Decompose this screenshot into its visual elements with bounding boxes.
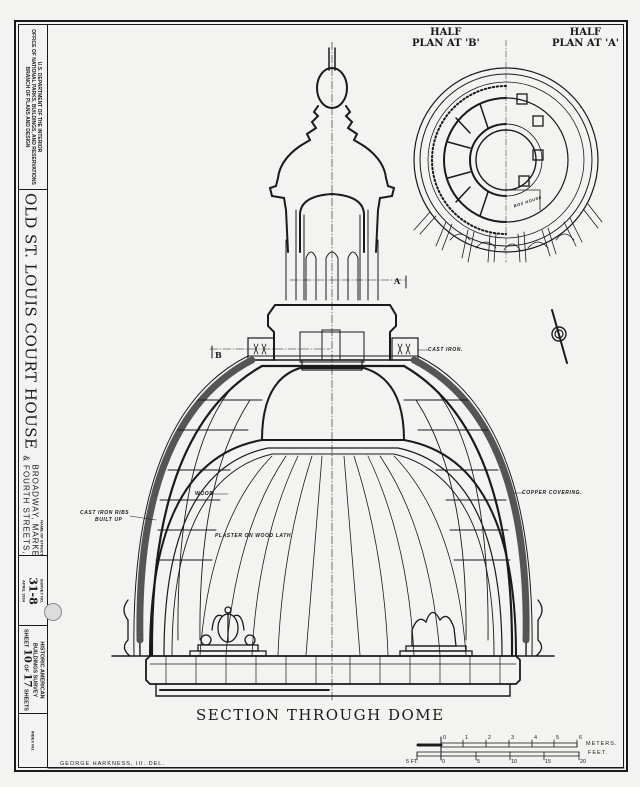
meter-tick-6: 6 <box>579 735 583 741</box>
meter-tick-3: 3 <box>511 735 515 741</box>
delineator-credit: GEORGE HARKNESS, III. DEL. <box>60 761 165 767</box>
half-plan-b-line-2: PLAN AT 'B' <box>412 38 480 49</box>
feet-label: FEET. <box>588 750 608 756</box>
half-plan-b-line-1: HALF <box>430 27 462 38</box>
meter-tick-4: 4 <box>534 735 538 741</box>
meter-tick-1: 1 <box>465 735 469 741</box>
meter-tick-0: 0 <box>443 735 447 741</box>
north-arrow-icon <box>551 309 568 364</box>
survey-cell: SURVEY NO. 31-8 APRIL 1934 <box>18 556 48 626</box>
feet-tick-15: 15 <box>545 759 552 765</box>
section-marker-b: B <box>215 350 222 360</box>
graphic-scale <box>416 736 580 761</box>
cast-iron-label: CAST IRON. <box>428 347 463 353</box>
survey-seal-icon <box>44 603 62 621</box>
feet-tick-0: 0 <box>442 759 446 765</box>
feet-tick-5ft: 5 FT. <box>406 759 419 765</box>
half-plan-drawing <box>413 39 603 263</box>
section-marker-a: A <box>394 276 401 286</box>
half-plan-a-line-2: PLAN AT 'A' <box>552 38 619 49</box>
section-title: SECTION THROUGH DOME <box>196 706 445 724</box>
feet-tick-10: 10 <box>511 759 518 765</box>
feet-tick-20: 20 <box>580 759 587 765</box>
copper-covering-label: COPPER COVERING. <box>522 490 583 496</box>
half-plan-a-line-1: HALF <box>569 27 602 38</box>
feet-tick-5: 5 <box>477 759 481 765</box>
outer-border <box>14 20 628 772</box>
structure-cell: OLD ST. LOUIS COURT HOUSE NAME OF STRUCT… <box>18 190 48 556</box>
half-plan-a-label: HALF PLAN AT 'A' <box>552 27 619 49</box>
title-block: U.S. DEPARTMENT OF THE INTERIOR OFFICE O… <box>18 24 48 768</box>
wood-label: WOOD <box>195 491 214 497</box>
meters-label: METERS. <box>586 741 618 747</box>
plaster-label: PLASTER ON WOOD LATH. <box>215 533 294 539</box>
meter-tick-2: 2 <box>488 735 492 741</box>
meter-tick-5: 5 <box>556 735 560 741</box>
cast-iron-ribs-label-2: BUILT UP <box>95 517 123 523</box>
half-plan-b-label: HALF PLAN AT 'B' <box>412 27 480 49</box>
habs-cell: HISTORIC AMERICAN BUILDINGS SURVEY SHEET… <box>18 626 48 714</box>
cast-iron-ribs-label-1: CAST IRON RIBS <box>80 510 130 516</box>
agency-cell: U.S. DEPARTMENT OF THE INTERIOR OFFICE O… <box>18 24 48 190</box>
